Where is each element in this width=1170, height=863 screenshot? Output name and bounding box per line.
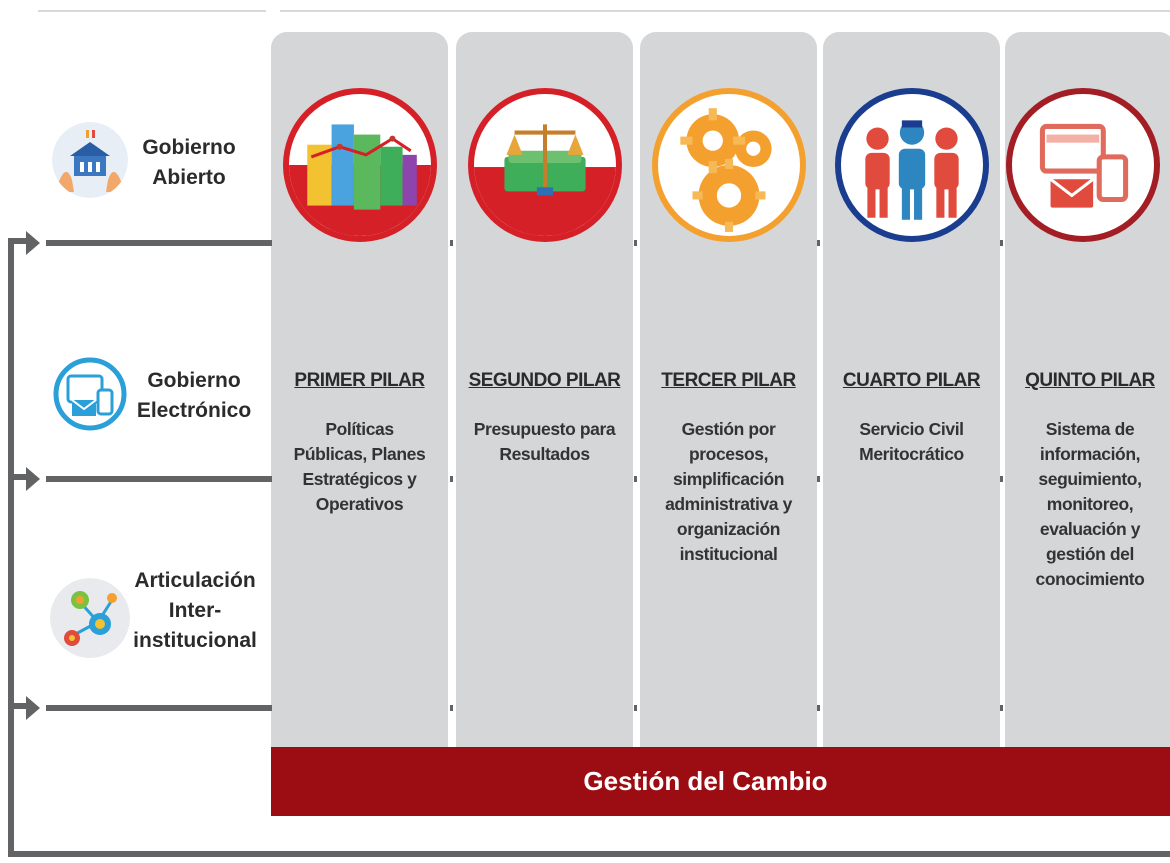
left-item-label: Gobierno Abierto (142, 136, 236, 189)
loop-joint (8, 703, 34, 709)
pillar-title: CUARTO PILAR (842, 370, 981, 391)
connector-tick (817, 240, 820, 246)
pillar-1: PRIMER PILAR Políticas Públicas, Planes … (271, 32, 448, 747)
electronic-government-icon (52, 356, 128, 432)
pillar-title: SEGUNDO PILAR (468, 370, 621, 391)
connector-tick (1000, 705, 1003, 711)
pillar-title: QUINTO PILAR (1025, 370, 1155, 391)
loop-joint (8, 474, 34, 480)
loop-joint (8, 238, 34, 244)
pillar-description: Políticas Públicas, Planes Estratégicos … (293, 419, 426, 514)
connector-tick (1000, 476, 1003, 482)
connector-bar-articulacion (46, 705, 272, 711)
feedback-loop-bottom-line (8, 851, 1170, 857)
pillar-description: Gestión por procesos, simplificación adm… (665, 419, 792, 564)
connector-tick (634, 476, 637, 482)
people-icon (834, 88, 989, 242)
change-management-label: Gestión del Cambio (583, 766, 828, 796)
connector-tick (634, 240, 637, 246)
gears-icon (651, 88, 806, 242)
top-divider-left (38, 10, 266, 12)
pillar-5: QUINTO PILAR Sistema de información, seg… (1005, 32, 1170, 747)
change-management-bar: Gestión del Cambio (271, 747, 1170, 816)
pillar-description: Presupuesto para Resultados (473, 419, 616, 464)
pillar-4: CUARTO PILAR Servicio Civil Meritocrátic… (823, 32, 1000, 747)
pillar-2: SEGUNDO PILAR Presupuesto para Resultado… (456, 32, 633, 747)
pillar-description: Servicio Civil Meritocrático (859, 419, 964, 464)
left-item-label: Articulación Inter- institucional (133, 569, 257, 652)
inter-institutional-network-icon (50, 578, 130, 658)
pillar-title: PRIMER PILAR (294, 370, 425, 391)
pillar-3: TERCER PILAR Gestión por procesos, simpl… (640, 32, 817, 747)
top-divider-right (280, 10, 1170, 12)
connector-tick (1000, 240, 1003, 246)
pillar-description: Sistema de información, seguimiento, mon… (1035, 419, 1145, 589)
connector-tick (634, 705, 637, 711)
connector-tick (817, 476, 820, 482)
money-scale-icon (467, 88, 622, 242)
connector-bar-gobierno-abierto (46, 240, 272, 246)
connector-tick (450, 476, 453, 482)
connector-tick (450, 240, 453, 246)
connector-tick (450, 705, 453, 711)
open-government-icon (52, 122, 128, 198)
connector-bar-gobierno-electronico (46, 476, 272, 482)
devices-icon (1006, 88, 1160, 242)
buildings-chart-icon (282, 88, 437, 242)
connector-tick (817, 705, 820, 711)
pillar-title: TERCER PILAR (661, 370, 796, 391)
feedback-loop-line (8, 238, 14, 856)
left-item-label: Gobierno Electrónico (136, 369, 252, 422)
